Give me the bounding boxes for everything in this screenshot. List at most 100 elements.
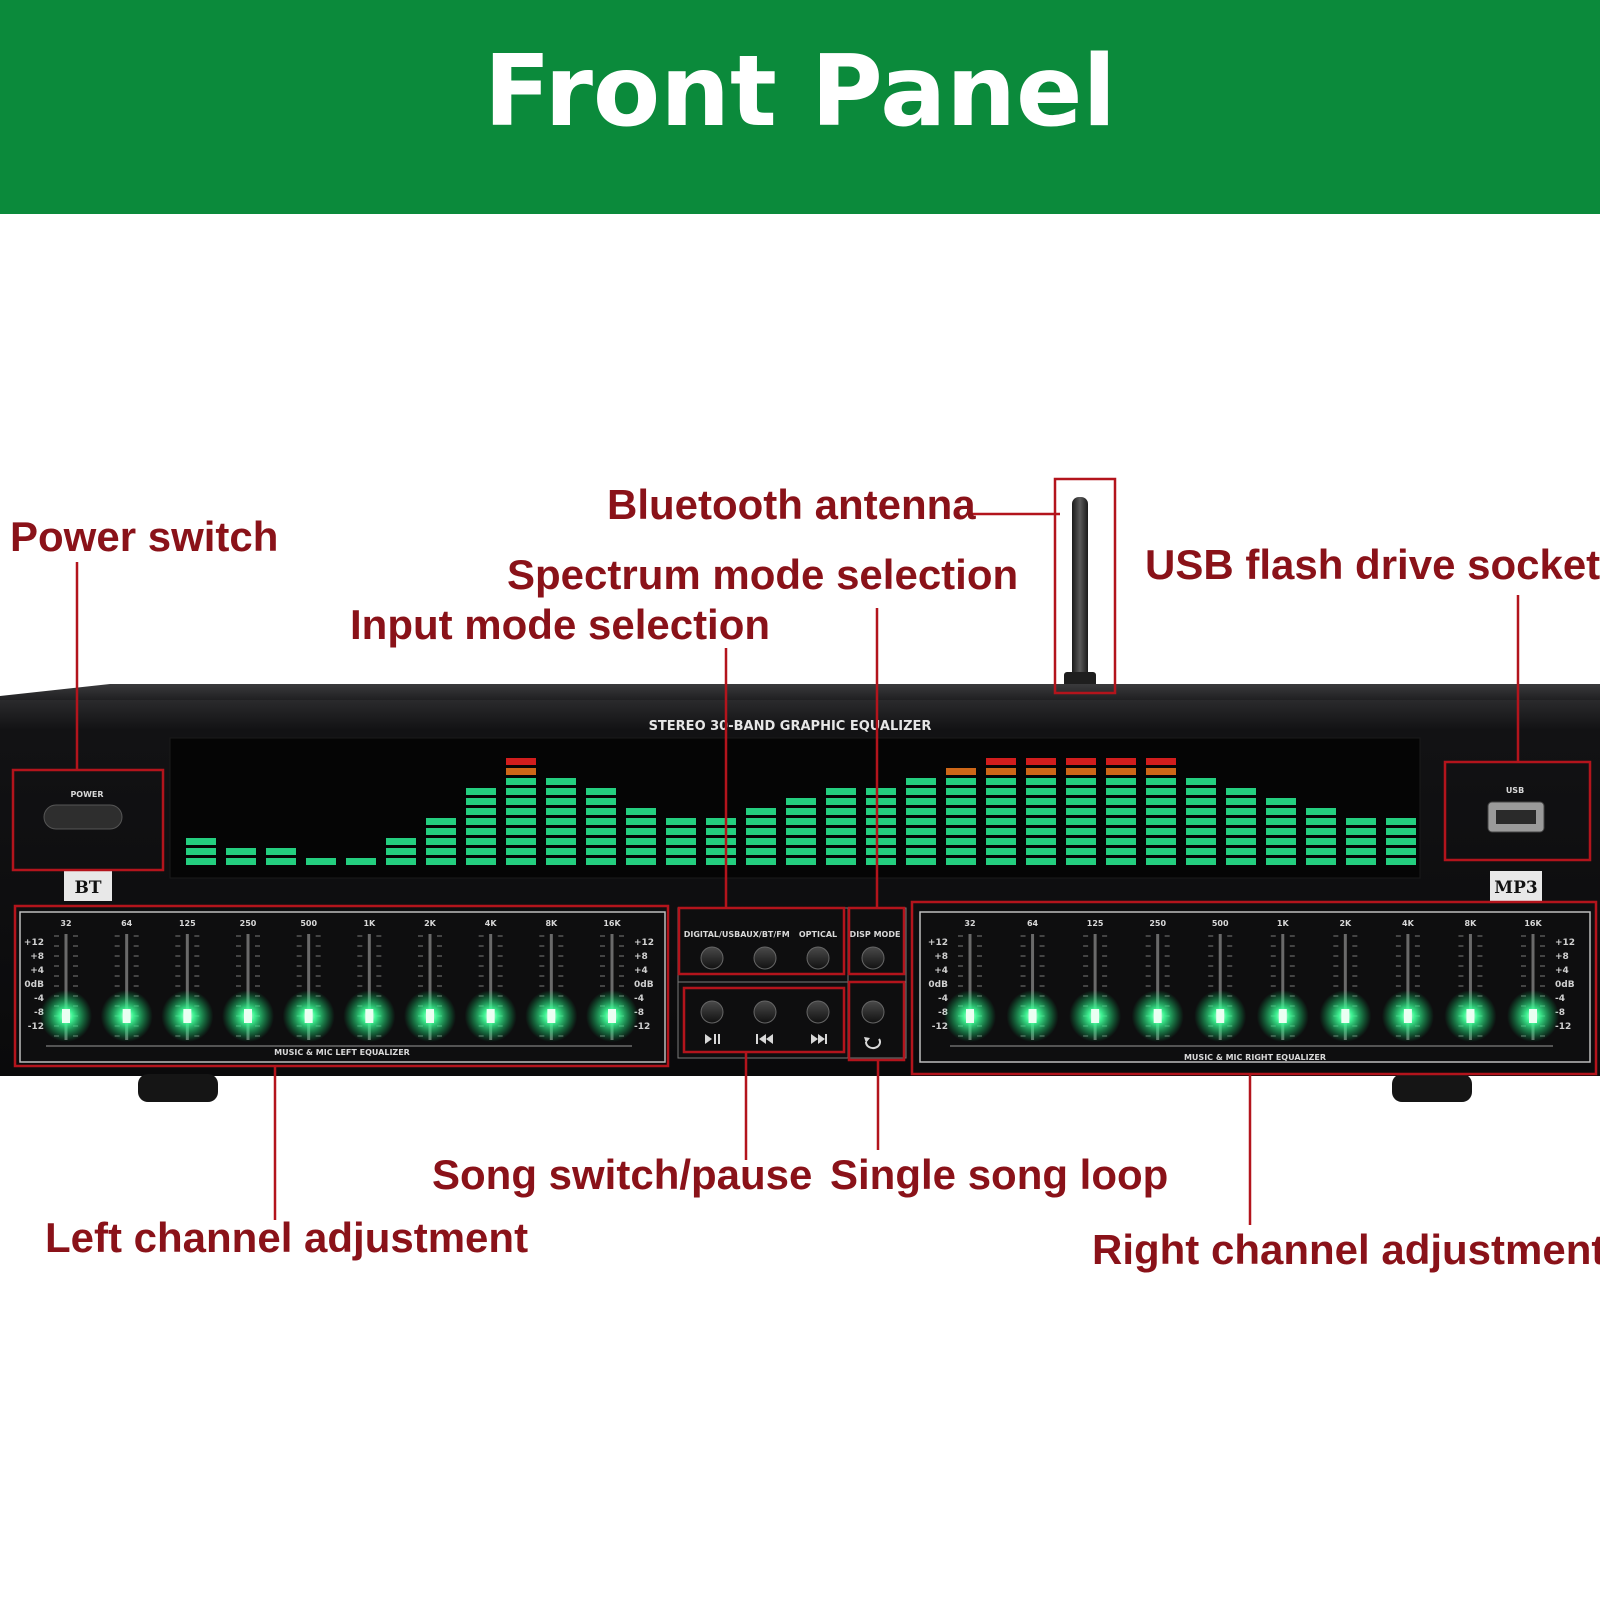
left-eq-scale-left-2: +4 [30,966,44,976]
right-eq-freq-label-8: 8K [1465,919,1478,928]
previous-track-icon [756,1034,773,1044]
mode-button-label-input-a: DIGITAL/USB [684,930,741,939]
right-eq-slider-knob-4 [1216,1009,1225,1023]
title-banner [0,0,1600,214]
panel-title: STEREO 30-BAND GRAPHIC EQUALIZER [649,719,932,734]
spectrum-segment-26-2 [1226,838,1256,845]
previous-track-button[interactable] [753,1000,777,1024]
single-loop-button[interactable] [861,1000,885,1024]
spectrum-segment-17-7 [866,788,896,795]
spectrum-segment-14-4 [746,818,776,825]
loop-icon [864,1038,881,1050]
left-eq-slider-knob-1 [122,1009,131,1023]
spectrum-segment-10-0 [586,858,616,865]
spectrum-segment-5-2 [386,838,416,845]
spectrum-segment-9-4 [546,818,576,825]
spectrum-segment-19-6 [946,798,976,805]
spectrum-segment-8-4 [506,818,536,825]
next-track-button[interactable] [806,1000,830,1024]
left-eq-scale-right-3: 0dB [634,980,654,990]
spectrum-segment-8-5 [506,808,536,815]
right-eq-scale-left-3: 0dB [928,980,948,990]
right-eq-slider-knob-1 [1028,1009,1037,1023]
spectrum-segment-8-0 [506,858,536,865]
spectrum-segment-27-0 [1266,858,1296,865]
spectrum-segment-7-0 [466,858,496,865]
left-eq-freq-label-4: 500 [300,919,317,928]
spectrum-segment-28-2 [1306,838,1336,845]
highlight-antenna [1053,477,1117,695]
spectrum-segment-6-1 [426,848,456,855]
spectrum-segment-8-9 [506,768,536,775]
left-eq-slider-knob-9 [608,1009,616,1023]
highlight-power [11,768,165,872]
spectrum-segment-17-4 [866,818,896,825]
power-switch-button[interactable] [43,804,123,830]
left-eq-scale-right-2: +4 [634,966,648,976]
spectrum-segment-23-6 [1106,798,1136,805]
spectrum-segment-10-7 [586,788,616,795]
left-eq-slider-knob-8 [547,1009,556,1023]
spectrum-segment-23-4 [1106,818,1136,825]
spectrum-segment-9-2 [546,838,576,845]
spectrum-segment-18-8 [906,778,936,785]
spectrum-segment-14-0 [746,858,776,865]
usb-socket-slot [1496,810,1536,824]
mode-button-label-input-c: OPTICAL [799,930,837,939]
play-pause-button[interactable] [700,1000,724,1024]
input-mode-button-2[interactable] [753,946,777,970]
spectrum-segment-25-4 [1186,818,1216,825]
spectrum-segment-23-5 [1106,808,1136,815]
left-eq-scale-right-0: +12 [634,938,654,948]
left-eq-scale-left-6: -12 [28,1022,44,1032]
spectrum-segment-23-10 [1106,758,1136,765]
callout-right-channel: Right channel adjustment [1092,1226,1600,1273]
spectrum-segment-26-7 [1226,788,1256,795]
spectrum-segment-11-0 [626,858,656,865]
spectrum-segment-22-4 [1066,818,1096,825]
spectrum-segment-15-3 [786,828,816,835]
right-eq-freq-label-3: 250 [1149,919,1166,928]
right-eq-freq-label-7: 4K [1402,919,1415,928]
spectrum-segment-12-2 [666,838,696,845]
spectrum-segment-18-3 [906,828,936,835]
spectrum-segment-23-3 [1106,828,1136,835]
spectrum-segment-29-4 [1346,818,1376,825]
left-eq-scale-right-6: -12 [634,1022,650,1032]
loop-icon-arrow [864,1037,870,1043]
spectrum-segment-19-2 [946,838,976,845]
left-eq-freq-label-3: 250 [240,919,257,928]
left-eq-scale-left-3: 0dB [24,980,44,990]
spectrum-segment-14-3 [746,828,776,835]
spectrum-segment-27-2 [1266,838,1296,845]
bt-logo-badge [64,871,112,901]
left-eq-slider-knob-5 [365,1009,374,1023]
spectrum-segment-7-6 [466,798,496,805]
mode-button-label-input-b: AUX/BT/FM [740,930,789,939]
input-mode-button-1[interactable] [700,946,724,970]
left-eq-freq-label-5: 1K [363,919,376,928]
spectrum-segment-21-5 [1026,808,1056,815]
bt-logo-text: BT [74,878,101,898]
spectrum-mode-button[interactable] [861,946,885,970]
spectrum-segment-2-1 [266,848,296,855]
spectrum-segment-20-8 [986,778,1016,785]
spectrum-segment-23-9 [1106,768,1136,775]
spectrum-segment-25-7 [1186,788,1216,795]
spectrum-segment-12-1 [666,848,696,855]
leader-lines [75,512,1520,1225]
spectrum-segment-24-9 [1146,768,1176,775]
spectrum-segment-17-0 [866,858,896,865]
spectrum-segment-7-4 [466,818,496,825]
left-eq-freq-label-2: 125 [179,919,196,928]
spectrum-segment-5-1 [386,848,416,855]
spectrum-segment-23-0 [1106,858,1136,865]
spectrum-segment-10-3 [586,828,616,835]
left-eq-freq-label-1: 64 [121,919,133,928]
input-mode-button-3[interactable] [806,946,830,970]
spectrum-segment-22-5 [1066,808,1096,815]
right-eq-slider-knob-6 [1341,1009,1350,1023]
